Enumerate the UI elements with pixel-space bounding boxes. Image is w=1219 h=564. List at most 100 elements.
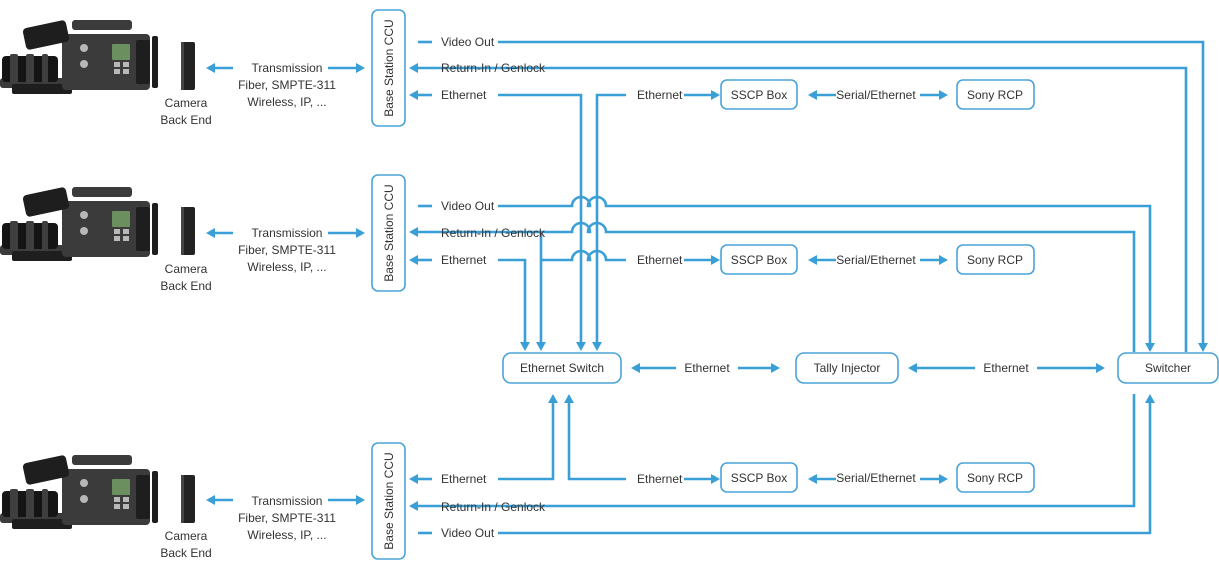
arrowhead [356, 63, 365, 73]
sscp-box: SSCP Box [720, 462, 798, 493]
cinema-camera-icon [0, 19, 158, 94]
sscp-box-label: SSCP Box [731, 88, 787, 102]
serial-ethernet-label: Serial/Ethernet [836, 471, 916, 485]
arrowhead [808, 474, 817, 484]
camera-row-2: Camera Back End Transmission Fiber, SMPT… [0, 174, 1035, 293]
arrowhead [1145, 394, 1155, 403]
ethernet-line [595, 93, 626, 342]
ethernet-to-sscp-label: Ethernet [637, 472, 683, 486]
signal-label: Return-In / Genlock [441, 500, 546, 514]
signal-label: Video Out [441, 199, 495, 213]
arrowhead [711, 474, 720, 484]
sony-rcp-label: Sony RCP [967, 471, 1023, 485]
sony-rcp-box: Sony RCP [956, 79, 1035, 110]
arrowhead [711, 90, 720, 100]
base-station-ccu-box: Base Station CCU [371, 9, 406, 127]
arrowhead [808, 255, 817, 265]
sscp-box-label: SSCP Box [731, 253, 787, 267]
video-out-line [498, 403, 1152, 535]
base-station-ccu-box: Base Station CCU [371, 174, 406, 292]
arrowhead [576, 342, 586, 351]
switcher-label: Switcher [1145, 361, 1191, 375]
tally-to-switcher-ethernet-label: Ethernet [983, 361, 1029, 375]
arrowhead [1198, 343, 1208, 352]
arrowhead [536, 342, 546, 351]
camera-row-1: Camera Back End Transmission Fiber, SMPT… [0, 9, 1035, 127]
transmission-types-label: Wireless, IP, ... [247, 260, 326, 274]
arrowhead [206, 495, 215, 505]
video-out-line [498, 40, 1205, 344]
signal-label: Ethernet [441, 88, 487, 102]
arrowhead [409, 227, 418, 237]
arrowhead [206, 228, 215, 238]
ccu-label: Base Station CCU [382, 19, 396, 116]
serial-ethernet-label: Serial/Ethernet [836, 253, 916, 267]
camera-row-3: Camera Back End Transmission Fiber, SMPT… [0, 442, 1035, 560]
sscp-box: SSCP Box [720, 79, 798, 110]
arrowhead [206, 63, 215, 73]
ccu-label: Base Station CCU [382, 452, 396, 549]
arrowhead [409, 255, 418, 265]
tally-injector-label: Tally Injector [814, 361, 881, 375]
arrowhead [939, 90, 948, 100]
arrowhead [592, 342, 602, 351]
return-in-line [418, 66, 1188, 352]
transmission-media-label: Fiber, SMPTE-311 [238, 78, 336, 92]
ethernet-to-sscp-label: Ethernet [637, 88, 683, 102]
return-in-line [418, 221, 1136, 352]
base-station-ccu-box: Base Station CCU [371, 442, 406, 560]
ethernet-line [541, 249, 626, 262]
signal-label: Return-In / Genlock [441, 61, 546, 75]
camera-back-end-icon [181, 475, 195, 523]
arrowhead [939, 255, 948, 265]
switch-to-tally-ethernet-label: Ethernet [684, 361, 730, 375]
ethernet-line [498, 258, 527, 342]
back-end-label-line1: Camera [165, 96, 208, 110]
arrowhead [939, 474, 948, 484]
arrowhead [409, 501, 418, 511]
return-in-line [418, 394, 1136, 508]
transmission-media-label: Fiber, SMPTE-311 [238, 243, 336, 257]
transmission-label: Transmission [252, 61, 323, 75]
back-end-label-line2: Back End [160, 279, 211, 293]
arrowhead [409, 90, 418, 100]
signal-label: Return-In / Genlock [441, 226, 546, 240]
signal-label: Ethernet [441, 472, 487, 486]
transmission-label: Transmission [252, 494, 323, 508]
back-end-label-line1: Camera [165, 262, 208, 276]
arrowhead [356, 495, 365, 505]
back-end-label-line2: Back End [160, 113, 211, 127]
arrowhead [520, 342, 530, 351]
sony-rcp-box: Sony RCP [956, 462, 1035, 493]
arrowhead [409, 474, 418, 484]
ethernet-line [498, 403, 555, 481]
camera-back-end-icon [181, 207, 195, 255]
arrowhead [1145, 343, 1155, 352]
signal-label: Ethernet [441, 253, 487, 267]
back-end-label-line2: Back End [160, 546, 211, 560]
tally-injector-box: Tally Injector [795, 352, 899, 384]
arrowhead [908, 363, 917, 373]
back-end-label-line1: Camera [165, 529, 208, 543]
arrowhead [808, 90, 817, 100]
ccu-label: Base Station CCU [382, 184, 396, 281]
sscp-box-label: SSCP Box [731, 471, 787, 485]
signal-label: Video Out [441, 35, 495, 49]
ethernet-switch-box: Ethernet Switch [502, 352, 622, 384]
arrowhead [548, 394, 558, 403]
cinema-camera-icon [0, 186, 158, 261]
ethernet-line [567, 403, 626, 481]
arrowhead [771, 363, 780, 373]
arrowhead [631, 363, 640, 373]
ethernet-to-sscp-label: Ethernet [637, 253, 683, 267]
video-out-line [498, 195, 1152, 344]
arrowhead [356, 228, 365, 238]
arrowhead [1096, 363, 1105, 373]
serial-ethernet-label: Serial/Ethernet [836, 88, 916, 102]
transmission-label: Transmission [252, 226, 323, 240]
arrowhead [711, 255, 720, 265]
camera-back-end-icon [181, 42, 195, 90]
ethernet-switch-label: Ethernet Switch [520, 361, 604, 375]
ethernet-line [498, 93, 583, 342]
